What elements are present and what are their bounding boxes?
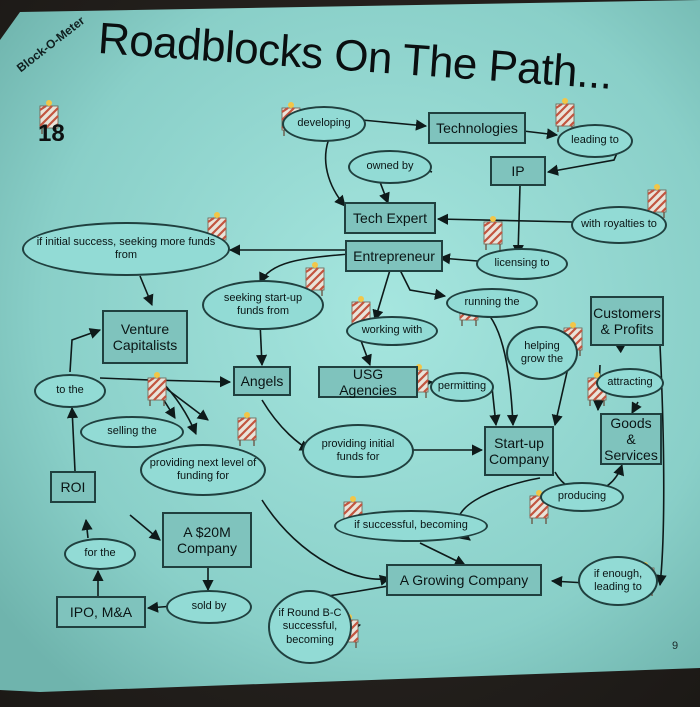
roadblock-barricade-icon bbox=[147, 372, 167, 406]
concept-startup-company: Start-up Company bbox=[484, 426, 554, 476]
link-seeking-startup: seeking start-up funds from bbox=[202, 280, 324, 330]
link-round-bc: if Round B-C successful, becoming bbox=[268, 590, 352, 664]
link-owned-by: owned by bbox=[348, 150, 432, 184]
link-initial-success: if initial success, seeking more funds f… bbox=[22, 222, 230, 276]
link-if-successful: if successful, becoming bbox=[334, 510, 488, 542]
concept-goods-services: Goods & Services bbox=[600, 413, 662, 465]
concept-growing-company: A Growing Company bbox=[386, 564, 542, 596]
roadblock-barricade-icon bbox=[483, 216, 503, 250]
link-developing: developing bbox=[282, 106, 366, 142]
link-if-enough: if enough, leading to bbox=[578, 556, 658, 606]
link-helping-grow: helping grow the bbox=[506, 326, 578, 380]
link-providing-initial: providing initial funds for bbox=[302, 424, 414, 478]
link-to-the: to the bbox=[34, 374, 106, 408]
concept-venture-capitalists: Venture Capitalists bbox=[102, 310, 188, 364]
link-selling-the: selling the bbox=[80, 416, 184, 448]
link-with-royalties-to: with royalties to bbox=[571, 206, 667, 244]
roadblock-barricade-icon bbox=[237, 412, 257, 446]
link-working-with: working with bbox=[346, 316, 438, 346]
concept-tech-expert: Tech Expert bbox=[344, 202, 436, 234]
link-producing: producing bbox=[540, 482, 624, 512]
roadblock-barricade-icon bbox=[39, 100, 59, 134]
block-o-meter-count: 18 bbox=[38, 120, 65, 147]
concept-usg-agencies: USG Agencies bbox=[318, 366, 418, 398]
concept-entrepreneur: Entrepreneur bbox=[345, 240, 443, 272]
concept-ipo-ma: IPO, M&A bbox=[56, 596, 146, 628]
link-running-the: running the bbox=[446, 288, 538, 318]
link-permitting: permitting bbox=[430, 372, 494, 402]
concept-angels: Angels bbox=[233, 366, 291, 396]
concept-technologies: Technologies bbox=[428, 112, 526, 144]
roadblock-barricade-icon bbox=[647, 184, 667, 218]
link-providing-next: providing next level of funding for bbox=[140, 444, 266, 496]
link-for-the: for the bbox=[64, 538, 136, 570]
link-licensing-to: licensing to bbox=[476, 248, 568, 280]
concept-customers-profits: Customers & Profits bbox=[590, 296, 664, 346]
roadblock-barricade-icon bbox=[305, 262, 325, 296]
roadblock-barricade-icon bbox=[351, 296, 371, 330]
link-attracting: attracting bbox=[596, 368, 664, 398]
link-leading-to: leading to bbox=[557, 124, 633, 158]
concept-roi: ROI bbox=[50, 471, 96, 503]
concept-ip: IP bbox=[490, 156, 546, 186]
page-number: 9 bbox=[672, 640, 679, 652]
concept-20m-company: A $20M Company bbox=[162, 512, 252, 568]
link-sold-by: sold by bbox=[166, 590, 252, 624]
